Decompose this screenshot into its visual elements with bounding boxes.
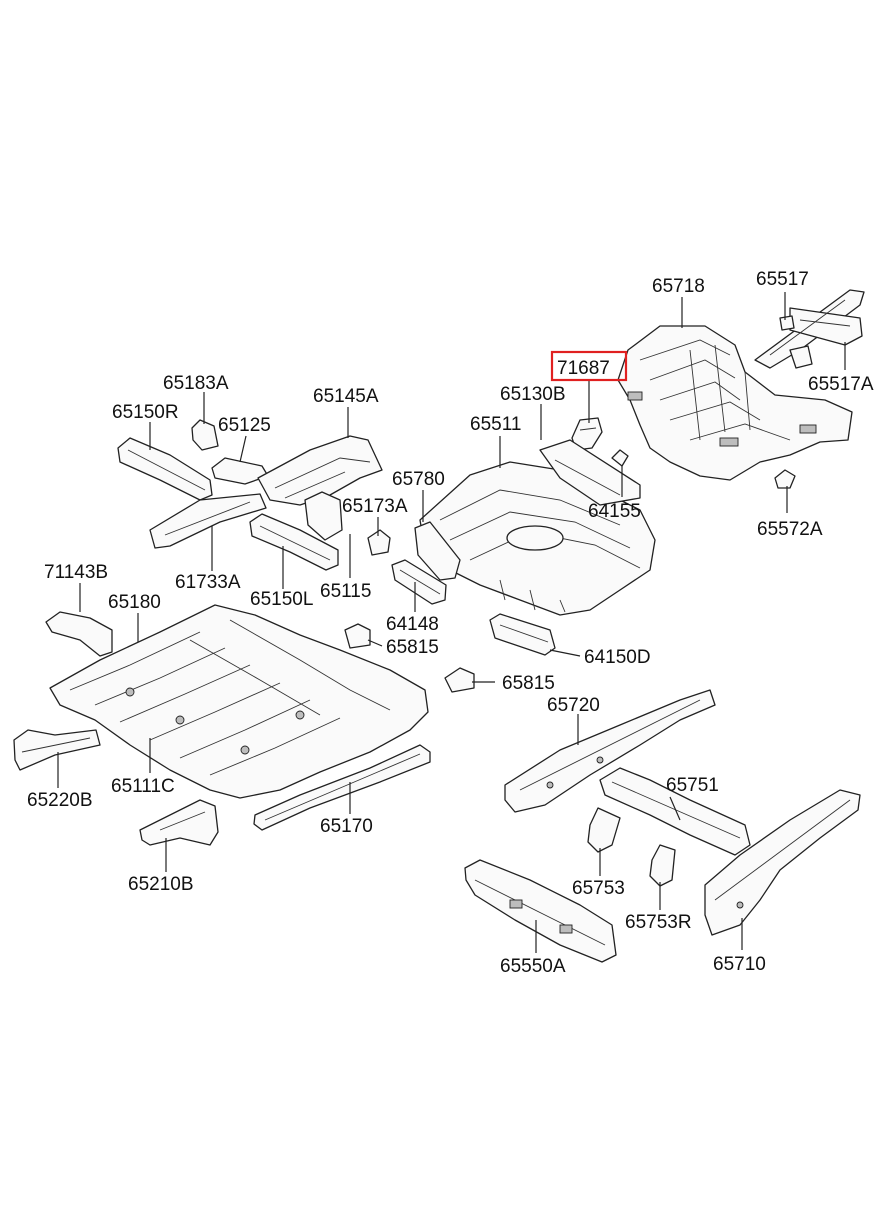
leader-lines: [57, 292, 846, 953]
label-71143B[interactable]: 71143B: [44, 562, 108, 583]
part-65115-bracket[interactable]: [304, 491, 343, 541]
part-65718-rear-floor-pan[interactable]: [617, 325, 853, 481]
label-65517A[interactable]: 65517A: [808, 374, 874, 395]
label-65220B[interactable]: 65220B: [27, 790, 93, 811]
part-65220B-bracket[interactable]: [13, 729, 101, 771]
label-64148[interactable]: 64148: [386, 614, 439, 635]
label-65815b[interactable]: 65815: [502, 673, 555, 694]
label-64150D[interactable]: 64150D: [584, 647, 651, 668]
label-65517[interactable]: 65517: [756, 269, 809, 290]
label-64155[interactable]: 64155: [588, 501, 641, 522]
part-65720-rear-side-member[interactable]: [504, 689, 716, 813]
label-65751[interactable]: 65751: [666, 775, 719, 796]
part-65753-bracket[interactable]: [587, 807, 621, 853]
highlight-box-71687: [550, 350, 628, 382]
part-65511-center-floor[interactable]: [414, 439, 656, 616]
part-65753R-bracket[interactable]: [649, 844, 676, 887]
part-65572A-clip[interactable]: [774, 469, 796, 489]
part-61733A-member[interactable]: [149, 493, 267, 549]
label-65150R[interactable]: 65150R: [112, 402, 179, 423]
label-65718[interactable]: 65718: [652, 276, 705, 297]
part-64150D-member[interactable]: [489, 613, 556, 656]
label-65111C[interactable]: 65111C: [111, 776, 175, 797]
label-65720[interactable]: 65720: [547, 695, 600, 716]
part-65170-side-sill[interactable]: [253, 744, 431, 831]
label-65130B[interactable]: 65130B: [500, 384, 566, 405]
part-65150R-side-member[interactable]: [117, 437, 213, 501]
label-65173A[interactable]: 65173A: [342, 496, 408, 517]
part-71143B-bracket[interactable]: [45, 611, 113, 657]
label-65183A[interactable]: 65183A: [163, 373, 229, 394]
part-65111C-front-floor[interactable]: [49, 604, 429, 799]
part-65173A-block[interactable]: [367, 529, 391, 556]
label-65170[interactable]: 65170: [320, 816, 373, 837]
label-71687[interactable]: 71687: [557, 358, 610, 379]
label-65150L[interactable]: 65150L: [250, 589, 313, 610]
label-65710[interactable]: 65710: [713, 954, 766, 975]
part-65145A-floor-panel[interactable]: [257, 435, 383, 506]
label-65572A[interactable]: 65572A: [757, 519, 823, 540]
part-65550A-rear-member[interactable]: [464, 859, 617, 963]
label-65815a[interactable]: 65815: [386, 637, 439, 658]
label-65115[interactable]: 65115: [320, 581, 371, 602]
part-65150L-side-member[interactable]: [249, 513, 339, 571]
part-64155-clip[interactable]: [611, 449, 629, 467]
part-64148-member[interactable]: [391, 559, 447, 605]
label-61733A[interactable]: 61733A: [175, 572, 241, 593]
label-65753R[interactable]: 65753R: [625, 912, 692, 933]
label-65125[interactable]: 65125: [218, 415, 271, 436]
label-65780[interactable]: 65780: [392, 469, 445, 490]
label-65145A[interactable]: 65145A: [313, 386, 379, 407]
label-65753[interactable]: 65753: [572, 878, 625, 899]
part-65815b-clip[interactable]: [444, 667, 475, 693]
label-65550A[interactable]: 65550A: [500, 956, 566, 977]
part-65183A-block[interactable]: [191, 419, 219, 451]
part-65517-cross-member[interactable]: [754, 289, 865, 369]
part-labels: 65718 65517 65517A 71687 65130B 65511 65…: [27, 269, 874, 977]
part-65710-rear-side-member[interactable]: [704, 789, 861, 936]
label-65511[interactable]: 65511: [470, 414, 521, 435]
part-65815a-clip[interactable]: [344, 623, 371, 649]
label-65210B[interactable]: 65210B: [128, 874, 194, 895]
label-65180[interactable]: 65180: [108, 592, 161, 613]
part-65210B-bracket[interactable]: [139, 799, 219, 846]
